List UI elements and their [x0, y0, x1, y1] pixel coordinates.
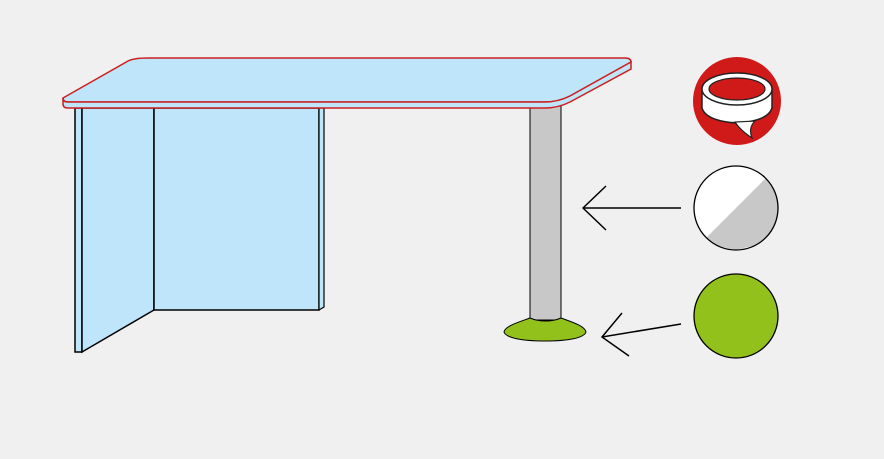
side-panel: [74, 107, 155, 354]
desk: [62, 57, 632, 354]
side-panel-face: [81, 107, 155, 354]
edge-band-icon: [693, 57, 781, 145]
side-panel-edge: [74, 107, 83, 353]
green-finish-icon: [693, 273, 779, 359]
white-grey-finish-icon: [693, 165, 779, 251]
desk-top-front-edge: [62, 60, 632, 109]
arrow-to-foot: [600, 312, 682, 357]
legend: [693, 57, 781, 359]
foot: [503, 317, 587, 342]
desk-top: [62, 57, 632, 109]
leg-tube: [529, 105, 562, 321]
foot-base: [503, 317, 587, 342]
pointer-arrows: [581, 185, 682, 357]
leg: [529, 105, 562, 321]
modesty-panel-face: [153, 107, 320, 311]
modesty-panel-edge: [318, 107, 325, 312]
desk-top-surface: [62, 57, 632, 103]
arrow-to-leg: [581, 185, 681, 231]
modesty-panel: [153, 107, 325, 312]
